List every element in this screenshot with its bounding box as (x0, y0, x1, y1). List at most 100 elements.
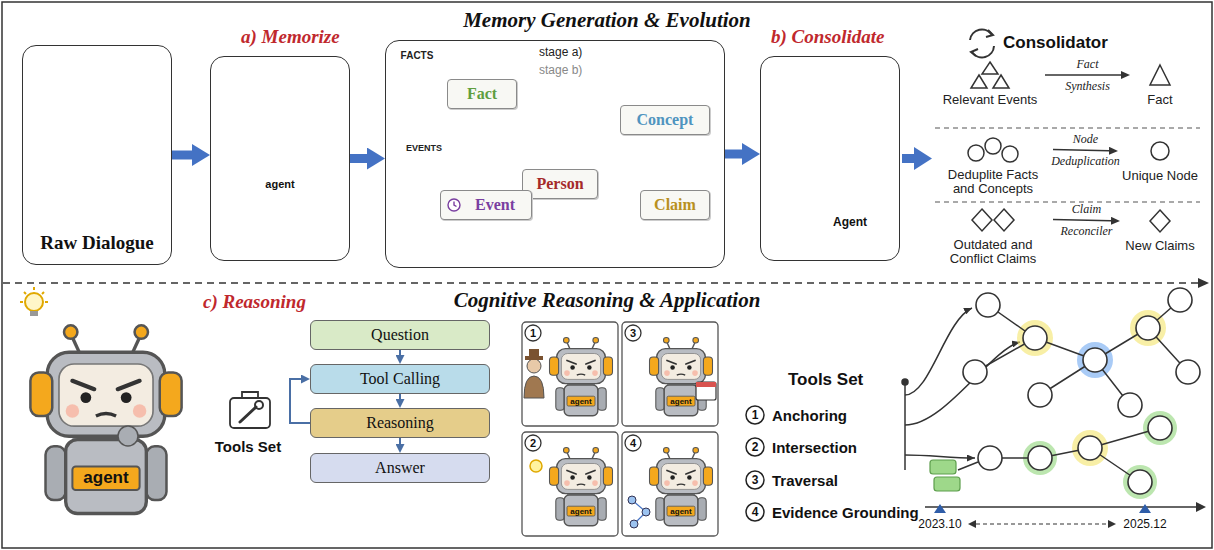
node-icon (1150, 65, 1170, 85)
tool-name: Traversal (772, 472, 838, 489)
module-title: Consolidator (1003, 33, 1108, 53)
tool-name: Evidence Grounding (772, 504, 919, 521)
memorize-panel: a) Memorize (210, 56, 350, 261)
node-icon (968, 205, 1018, 235)
node-icon (972, 209, 1014, 231)
tool-list-markers (746, 406, 764, 424)
node-icon (1150, 210, 1170, 232)
connector-arrow (350, 154, 367, 163)
process-box: Tool Calling (310, 364, 490, 394)
tool-bracket (902, 308, 1020, 470)
memory-graph (1017, 320, 1053, 356)
comic-panels (522, 432, 618, 536)
memory-type-box: Claim (640, 190, 710, 220)
comic-panels (550, 337, 613, 415)
callout-number: 1 (530, 327, 536, 339)
toolbox-icon (230, 392, 270, 428)
node-icon (1148, 206, 1172, 236)
robot-badge: Agent (833, 215, 867, 229)
node-icon (964, 135, 1022, 165)
callout-number: 4 (630, 437, 636, 449)
tool-list-markers (746, 503, 764, 521)
edge-label: Fact Synthesis (1065, 53, 1110, 97)
node-label: Tool Calling (360, 370, 440, 388)
robot-badge: agent (670, 397, 691, 406)
comic-panels (550, 447, 613, 525)
node-label: stage a) (539, 46, 582, 60)
connector-arrow (290, 379, 310, 423)
memory-graph (1128, 470, 1152, 494)
comic-panels (650, 447, 713, 525)
node-label: Deduplite Facts and Concepts (937, 168, 1049, 198)
memory-group: Relevant Events (935, 60, 1045, 116)
memory-graph (978, 446, 1002, 470)
memory-type-box: Concept (620, 105, 710, 135)
memory-graph (1023, 326, 1047, 350)
robot-badge: agent (670, 507, 691, 516)
comic-panels (527, 359, 541, 373)
process-box: Answer (310, 453, 490, 483)
connector-arrow (399, 350, 401, 355)
comic-panels (530, 460, 542, 472)
node-label: Answer (375, 459, 425, 477)
comic-panels (696, 382, 716, 400)
memory-type-box: Person (522, 169, 598, 199)
timeline (925, 506, 1197, 508)
row-separator (935, 128, 1200, 202)
toolbox-icon (240, 407, 256, 422)
comic-panels (524, 376, 544, 398)
memory-graph (1143, 411, 1177, 445)
node-label: b) Consolidate (771, 26, 884, 48)
memory-graph (958, 428, 1160, 482)
comic-panels (622, 322, 718, 426)
comic-panels (630, 520, 638, 528)
comic-panels (529, 349, 539, 357)
connector-arrow (1053, 220, 1111, 221)
edge-label: Claim Reconciler (1061, 198, 1113, 242)
node-label: Outdated and Conflict Claims (937, 238, 1049, 268)
icon-caption: EVENTS (406, 143, 442, 153)
tool-bracket (905, 455, 975, 458)
lightbulb-icon (30, 311, 38, 316)
dialogue-panel: Raw Dialogue (22, 45, 172, 265)
row-separator (935, 201, 1200, 202)
lightbulb-icon (20, 287, 48, 316)
callout-number: 1 (752, 408, 759, 422)
node-label: Fact (467, 85, 497, 103)
node-label: Reasoning (366, 414, 434, 432)
timeline-date: 2023.10 (918, 517, 961, 531)
memory-group: Deduplite Facts and Concepts (933, 135, 1053, 200)
connector-arrow (1053, 150, 1109, 151)
memory-graph (1176, 360, 1200, 384)
tool-list-markers (746, 471, 764, 489)
memory-graph (963, 360, 987, 384)
icon-caption: FACTS (401, 49, 434, 60)
callout-number: 3 (630, 327, 636, 339)
callout-number: 2 (530, 437, 536, 449)
section-title: Cognitive Reasoning & Application (454, 288, 761, 313)
node-label: Person (536, 175, 583, 193)
memory-graph (1148, 416, 1172, 440)
consolidator-icon (970, 29, 992, 40)
flow-arrow (914, 147, 932, 170)
robot-badge: agent (570, 397, 591, 406)
memory-graph (1072, 430, 1108, 466)
connector-arrow (725, 150, 742, 159)
flow-arrow (902, 154, 914, 163)
node-icon (967, 60, 1013, 90)
list-title: Tools Set (788, 370, 863, 390)
node-icon (968, 138, 1018, 162)
timeline (1139, 504, 1151, 513)
section-divider (3, 282, 1198, 284)
consolidate-panel: b) Consolidate (760, 56, 900, 261)
comic-panels (625, 325, 641, 341)
consolidator-icon (970, 29, 994, 57)
memory-graph (1130, 310, 1166, 346)
node-label: New Claims (1125, 239, 1194, 254)
memory-group: Fact (1130, 60, 1190, 116)
memory-graph (1123, 465, 1157, 499)
thinking-robot (118, 426, 138, 446)
